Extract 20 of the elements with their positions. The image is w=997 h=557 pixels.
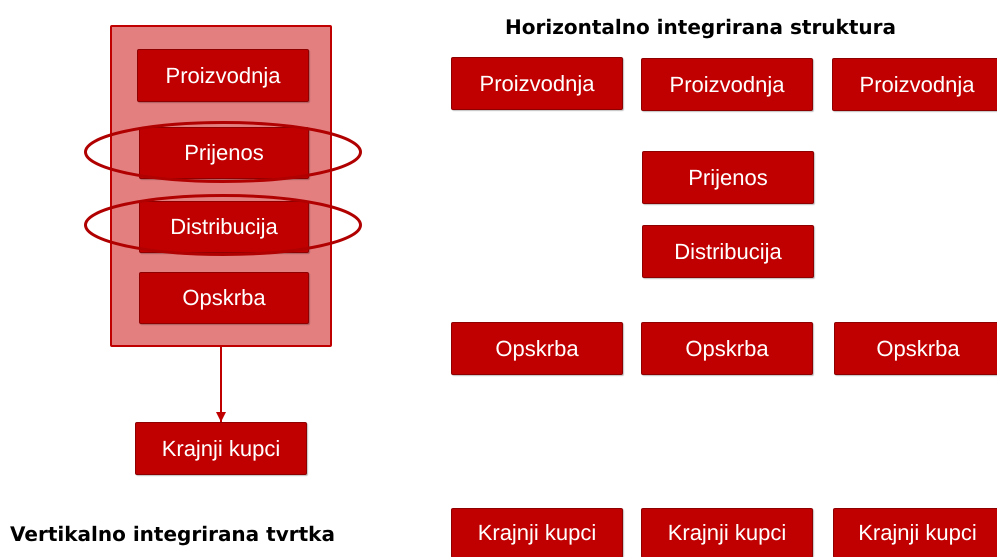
process-box: Opskrba: [451, 322, 623, 375]
section-heading: Vertikalno integrirana tvrtka: [10, 522, 335, 546]
process-box: Distribucija: [642, 225, 814, 278]
process-box: Krajnji kupci: [641, 508, 813, 557]
process-box: Krajnji kupci: [451, 508, 623, 557]
process-box: Opskrba: [641, 322, 813, 375]
group-box: [110, 25, 332, 347]
process-box: Opskrba: [834, 322, 997, 375]
process-box: Proizvodnja: [451, 57, 623, 110]
process-box: Prijenos: [642, 151, 814, 204]
process-box: Prijenos: [139, 127, 309, 179]
process-box: Distribucija: [139, 201, 309, 253]
arrow: [216, 347, 226, 422]
process-box: Proizvodnja: [832, 58, 997, 111]
process-box: Krajnji kupci: [833, 508, 997, 557]
process-box: Opskrba: [139, 272, 309, 324]
process-box: Proizvodnja: [137, 49, 309, 102]
process-box: Proizvodnja: [641, 58, 813, 111]
section-heading: Horizontalno integrirana struktura: [505, 15, 896, 39]
process-box: Krajnji kupci: [135, 422, 307, 475]
